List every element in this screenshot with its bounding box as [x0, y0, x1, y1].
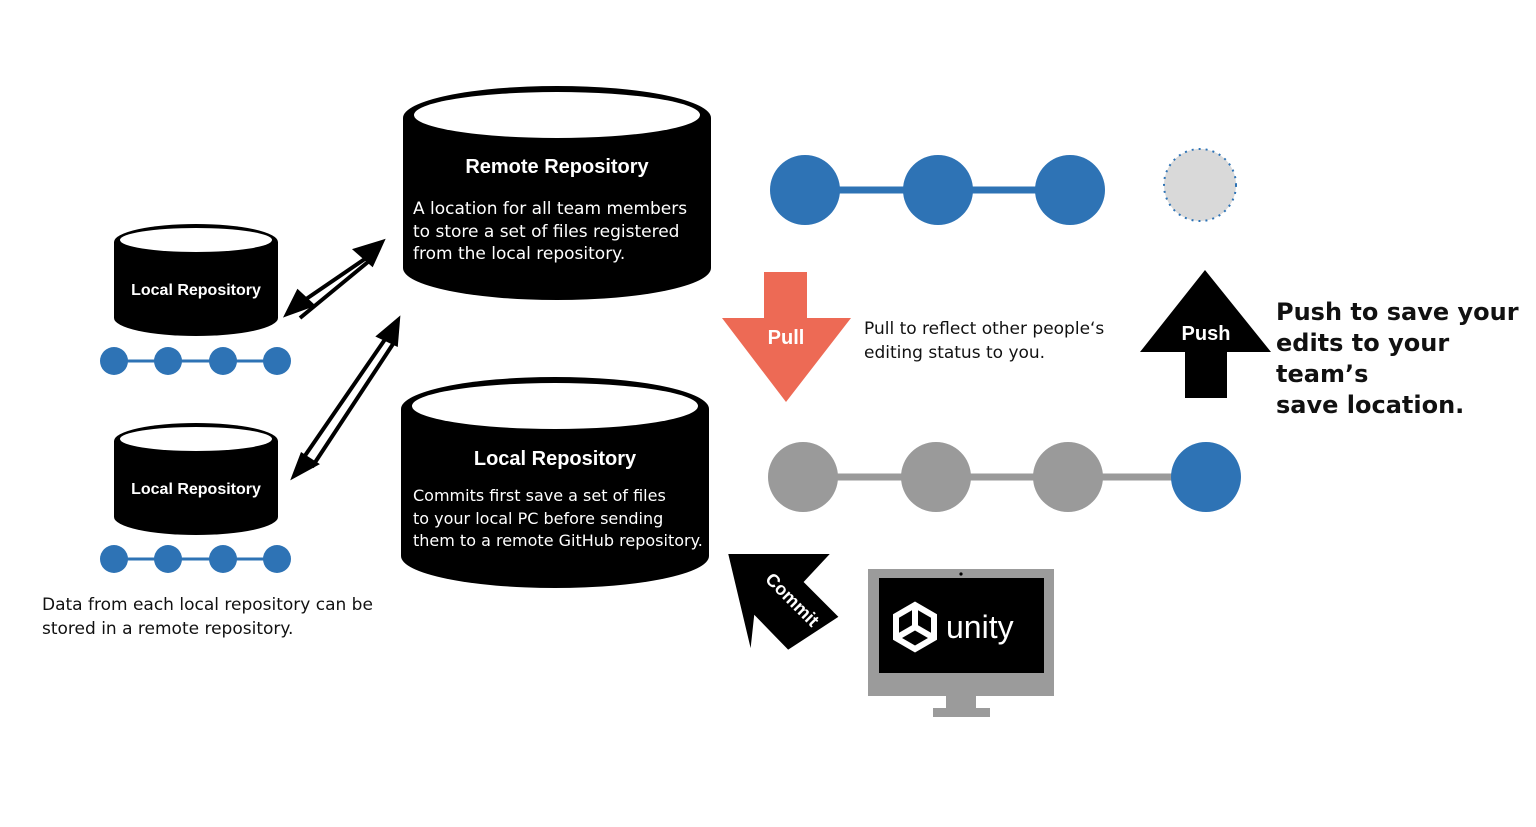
local-repository-main-cylinder: Local Repository Commits first save a se… [401, 377, 709, 588]
local-repository-small-1-title: Local Repository [131, 282, 261, 299]
local-commit-node [1033, 442, 1103, 512]
remote-commit-chain [770, 148, 1237, 225]
local-commit-chain [768, 442, 1241, 512]
push-note-line-2: edits to your team’s [1276, 329, 1450, 388]
pending-commit-node [1163, 148, 1237, 222]
sync-arrow-lower [290, 315, 401, 481]
pull-note: Pull to reflect other people‘s editing s… [864, 317, 1154, 365]
local-commit-node [901, 442, 971, 512]
commit-node [100, 545, 128, 573]
commit-arrow: Commit [725, 552, 842, 655]
local-repository-main-desc-line-1: Commits first save a set of files [413, 486, 666, 505]
monitor-icon: unity [868, 569, 1054, 717]
remote-repository-cylinder: Remote Repository A location for all tea… [403, 86, 711, 300]
remote-repository-title: Remote Repository [465, 156, 649, 178]
push-note-line-3: save location. [1276, 391, 1465, 419]
commit-node [263, 347, 291, 375]
commit-node [100, 347, 128, 375]
small-commit-chain-1 [100, 347, 291, 375]
pull-note-line-1: Pull to reflect other people‘s [864, 319, 1105, 339]
remote-repository-desc-line-3: from the local repository. [413, 244, 625, 264]
local-repository-small-1: Local Repository [114, 224, 278, 336]
data-note-line-2: stored in a remote repository. [42, 619, 294, 639]
local-repository-small-2-title: Local Repository [131, 481, 261, 498]
data-note-line-1: Data from each local repository can be [42, 595, 373, 615]
remote-commit-node [903, 155, 973, 225]
push-note-line-1: Push to save your [1276, 298, 1519, 326]
local-commit-node [768, 442, 838, 512]
push-arrow: Push [1140, 270, 1271, 398]
local-repository-main-desc-line-2: to your local PC before sending [413, 509, 663, 528]
new-commit-node [1171, 442, 1241, 512]
local-repository-main-desc-line-3: them to a remote GitHub repository. [413, 531, 703, 550]
local-repository-small-2: Local Repository [114, 423, 278, 535]
unity-logo-icon [893, 601, 937, 653]
small-commit-chain-2 [100, 545, 291, 573]
unity-logo-text: unity [946, 609, 1014, 645]
local-repository-main-title: Local Repository [474, 448, 637, 470]
pull-label: Pull [768, 327, 805, 349]
commit-node [263, 545, 291, 573]
push-note: Push to save your edits to your team’s s… [1276, 297, 1536, 421]
data-note: Data from each local repository can be s… [42, 593, 442, 641]
remote-repository-desc-line-2: to store a set of files registered [413, 222, 679, 242]
remote-commit-node [770, 155, 840, 225]
remote-commit-node [1035, 155, 1105, 225]
sync-arrow-upper [282, 238, 386, 320]
commit-node [154, 545, 182, 573]
pull-arrow: Pull [722, 272, 851, 402]
pull-note-line-2: editing status to you. [864, 343, 1046, 363]
commit-node [209, 545, 237, 573]
commit-node [154, 347, 182, 375]
remote-repository-desc-line-1: A location for all team members [413, 199, 687, 219]
commit-node [209, 347, 237, 375]
push-label: Push [1182, 323, 1231, 345]
